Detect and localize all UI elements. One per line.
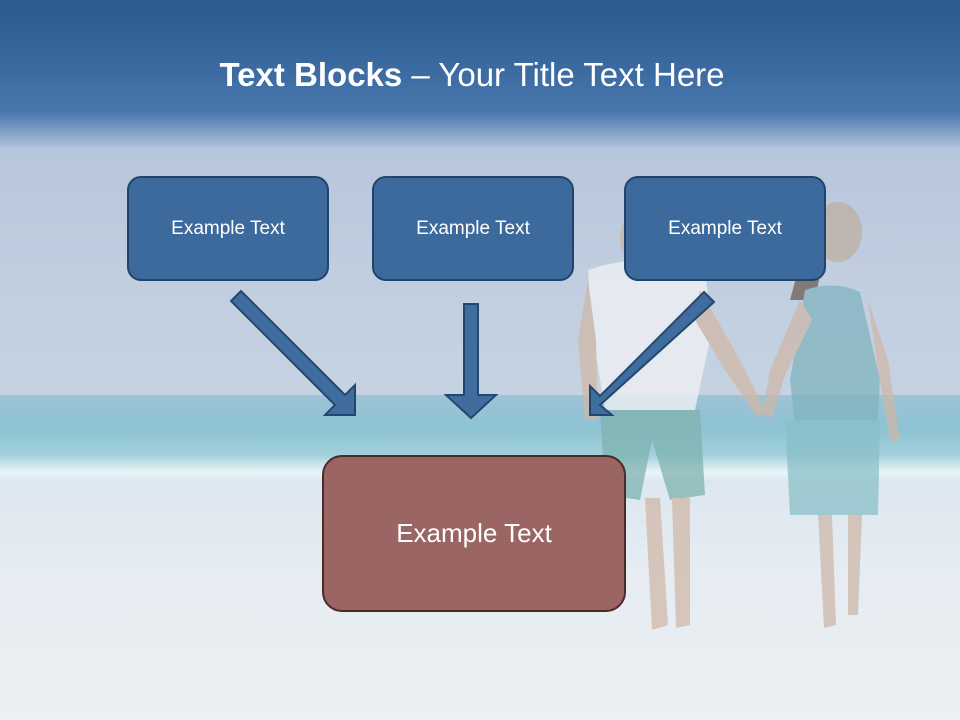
text-block-1-label: Example Text	[171, 217, 285, 239]
result-text-block-label: Example Text	[396, 518, 552, 548]
text-block-3-label: Example Text	[668, 217, 782, 239]
result-text-block[interactable]: Example Text	[322, 455, 626, 612]
arrow-center-down	[443, 303, 499, 420]
arrow-right-diagonal	[589, 290, 716, 416]
title-band	[0, 0, 960, 150]
text-block-2-label: Example Text	[416, 217, 530, 239]
text-block-1[interactable]: Example Text	[127, 176, 329, 281]
slide-title: Text Blocks – Your Title Text Here	[0, 55, 944, 95]
text-block-3[interactable]: Example Text	[624, 176, 826, 281]
title-bold-part: Text Blocks	[219, 56, 403, 93]
text-block-2[interactable]: Example Text	[372, 176, 574, 281]
title-regular-part: – Your Title Text Here	[402, 56, 725, 93]
arrow-left-diagonal	[229, 289, 356, 416]
